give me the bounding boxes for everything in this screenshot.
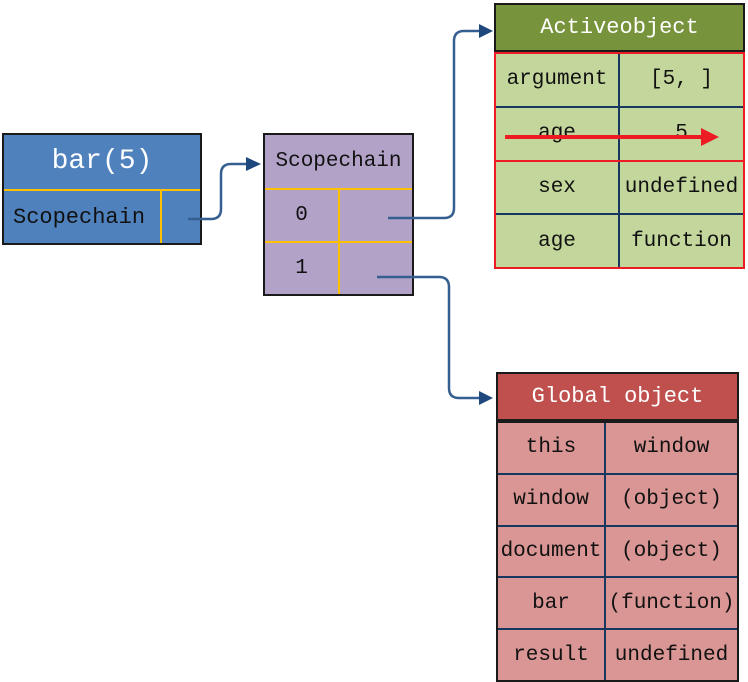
row-value-cell: function [631, 229, 732, 253]
call-scopechain-label: Scopechain [13, 204, 146, 230]
row-key-cell: age [496, 107, 620, 160]
table-row: bar(function) [498, 576, 737, 629]
scope-index-1: 1 [295, 257, 308, 280]
row-value-cell: (object) [621, 488, 722, 512]
table-row: result undefined [498, 628, 737, 680]
active-object-header: Activeobject [494, 3, 745, 52]
table-row: this window [498, 423, 737, 473]
function-call-box: bar(5) Scopechain [2, 133, 202, 245]
call-pointer-slot [160, 191, 200, 243]
arrowhead-icon [479, 24, 493, 38]
row-value-cell: window [633, 436, 710, 460]
table-row: argument [5, ] [496, 54, 743, 106]
row-key-cell: document [498, 526, 606, 577]
scope-chain-row-1: 1 [265, 241, 412, 294]
row-key-cell: argument [496, 54, 620, 106]
scope-pointer-slot-1 [338, 243, 412, 294]
scope-chain-row-0: 0 [265, 190, 412, 241]
row-key-cell: bar [498, 578, 606, 629]
row-value-cell: (object) [621, 539, 722, 563]
arrowhead-icon [479, 391, 493, 405]
table-row: age function [496, 213, 743, 267]
arrow-scope1-to-globalobject [377, 275, 493, 405]
table-row: window (object) [498, 472, 737, 525]
arrowhead-icon [246, 157, 261, 171]
scope-chain-title: Scopechain [265, 135, 412, 190]
row-value-cell: [5, ] [649, 68, 713, 92]
scope-pointer-slot-0 [338, 190, 412, 241]
row-value-cell: undefined [614, 643, 729, 667]
global-object-header: Global object [496, 372, 739, 421]
row-key-cell: sex [496, 161, 620, 214]
call-scopechain-row: Scopechain [4, 191, 200, 243]
row-value-cell: (function) [608, 591, 735, 615]
row-key-cell: window [498, 474, 606, 525]
call-title: bar(5) [4, 135, 200, 191]
scope-chain-box: Scopechain 0 1 [263, 133, 414, 296]
row-value-cell: 5 [675, 122, 688, 146]
row-key-cell: age [496, 215, 620, 267]
table-row: document (object) [498, 524, 737, 577]
table-row: age 5 [496, 105, 743, 160]
scope-index-0: 0 [295, 204, 308, 227]
row-key-cell: result [498, 630, 606, 680]
row-value-cell: undefined [624, 175, 739, 199]
row-key-cell: this [498, 423, 606, 473]
